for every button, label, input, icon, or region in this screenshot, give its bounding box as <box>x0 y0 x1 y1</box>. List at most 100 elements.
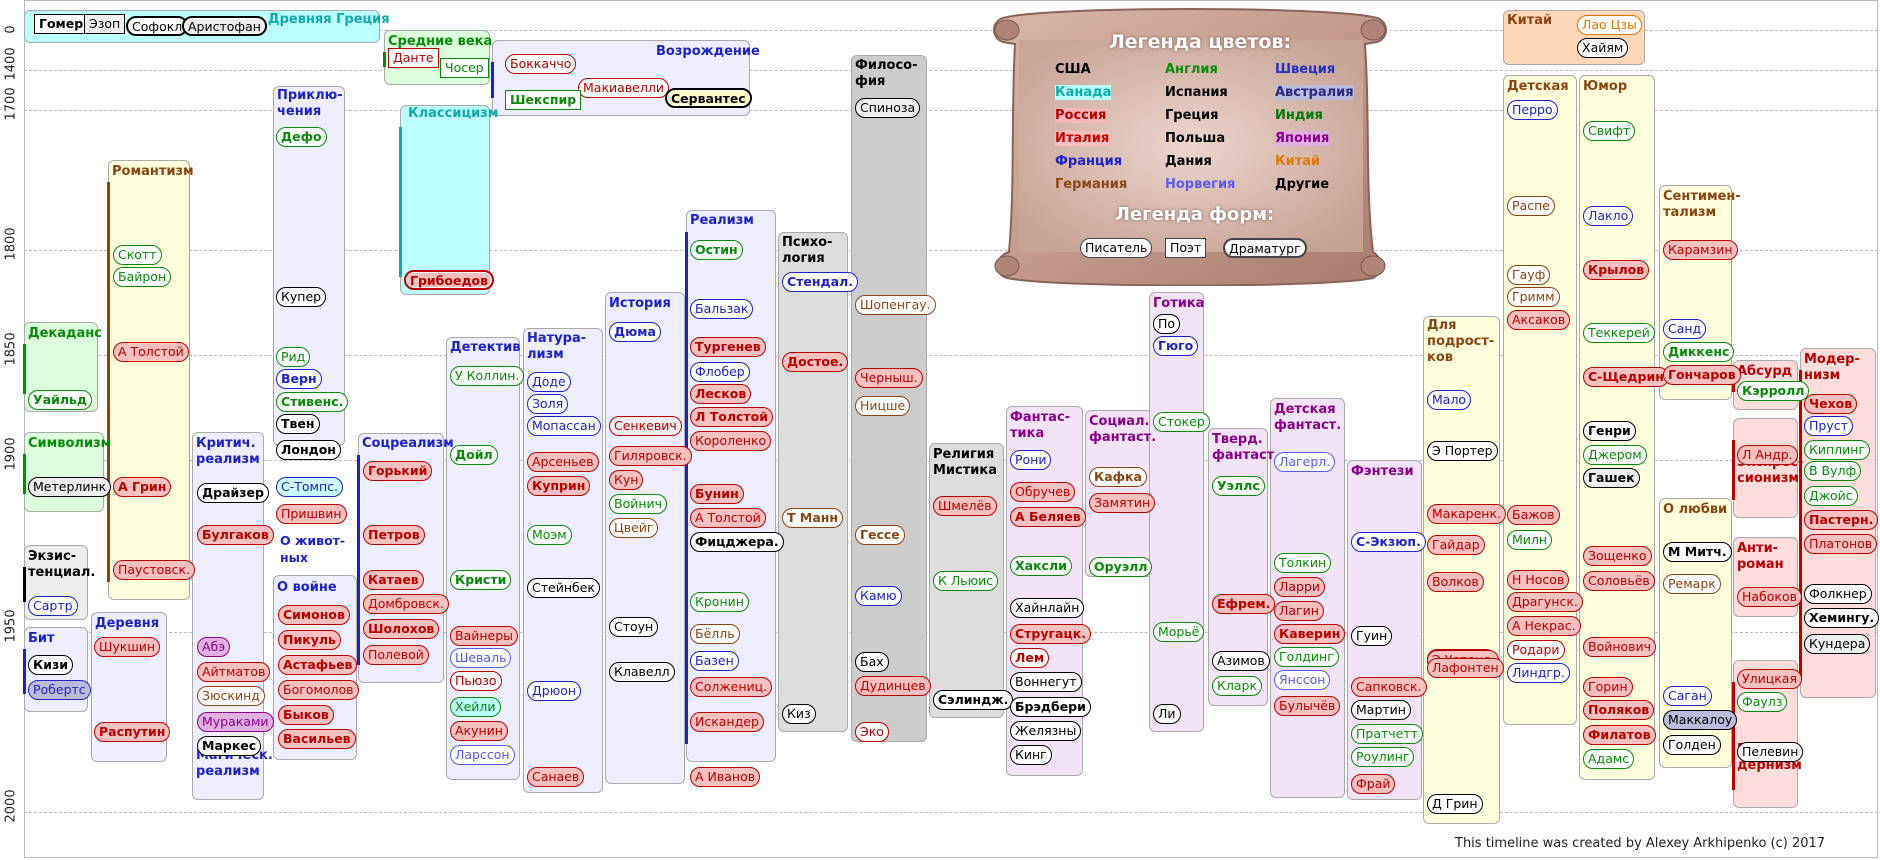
author-node: Макаренк. <box>1427 504 1506 524</box>
author-node: Золя <box>527 394 569 414</box>
timeline-frame <box>24 0 1878 858</box>
author-node: Генри <box>1583 421 1636 441</box>
author-node: Лао Цзы <box>1577 15 1642 35</box>
author-node: Камю <box>855 586 902 606</box>
author-node: Сапковск. <box>1351 677 1427 697</box>
genre-title: Критич. реализм <box>196 436 260 467</box>
author-node: Мартин <box>1351 700 1411 720</box>
author-node: Лондон <box>276 440 341 460</box>
author-node: Л Толстой <box>690 407 774 427</box>
author-node: Достое. <box>782 352 849 372</box>
author-node: Гауф <box>1507 265 1551 285</box>
author-node: Булычёв <box>1274 696 1341 716</box>
author-node: Кафка <box>1089 467 1147 487</box>
author-node: Мало <box>1427 390 1472 410</box>
author-node: Каверин <box>1274 624 1346 644</box>
genre-title: Детская фантаст. <box>1274 402 1342 433</box>
author-node: Т Манн <box>782 508 844 528</box>
author-node: Драйзер <box>197 483 269 503</box>
author-node: Метерлинк <box>28 477 112 497</box>
genre-title: Романтизм <box>112 164 194 179</box>
legend-color-germany: Германия <box>1055 177 1128 192</box>
genre-title: Китай <box>1507 13 1553 28</box>
author-node: А Иванов <box>690 767 761 787</box>
genre-title: Фантас- тика <box>1010 410 1071 441</box>
author-node: Ефрем. <box>1212 594 1276 614</box>
author-node: Уайльд <box>28 390 92 410</box>
author-node: Чосер <box>440 58 489 78</box>
legend-color-japan: Япония <box>1275 131 1330 146</box>
author-node: Оруэлл <box>1089 557 1153 577</box>
genre-era-bar <box>383 52 386 67</box>
author-node: Шукшин <box>94 637 161 657</box>
author-node: А Толстой <box>690 508 766 528</box>
author-node: Кундера <box>1804 634 1871 654</box>
author-node: Рони <box>1010 450 1052 470</box>
author-node: Сервантес <box>665 88 752 108</box>
legend-color-denmark: Дания <box>1165 154 1212 169</box>
genre-title: Религия Мистика <box>933 447 997 478</box>
author-node: Макиавелли <box>578 78 669 98</box>
author-node: Моэм <box>527 525 572 545</box>
author-node: А Беляев <box>1010 507 1086 527</box>
author-node: Сэлиндж. <box>933 690 1014 710</box>
genre-title: Детская <box>1507 79 1569 94</box>
author-node: Киплинг <box>1804 440 1871 460</box>
author-node: Л Андр. <box>1737 445 1798 465</box>
author-node: Эзоп <box>84 14 126 34</box>
author-node: Уэллс <box>1212 476 1265 496</box>
genre-box <box>108 160 190 600</box>
author-node: Гашек <box>1583 468 1640 488</box>
author-node: Дефо <box>276 127 327 147</box>
author-node: Доде <box>527 372 571 392</box>
gridline <box>24 812 1878 813</box>
genre-era-bar <box>107 182 110 582</box>
author-node: Н Носов <box>1507 570 1570 590</box>
author-node: Кристи <box>450 570 512 590</box>
genre-title: Натура- лизм <box>527 331 587 362</box>
author-node: Хайям <box>1577 38 1629 58</box>
author-node: Айтматов <box>197 662 271 682</box>
legend-color-sweden: Швеция <box>1275 62 1336 77</box>
author-node: Астафьев <box>278 655 358 675</box>
legend-color-france: Франция <box>1055 154 1123 169</box>
genre-title: Анти- роман <box>1737 541 1784 572</box>
author-node: Д Грин <box>1427 794 1483 814</box>
author-node: Гримм <box>1507 287 1560 307</box>
author-node: Бунин <box>690 484 744 504</box>
author-node: Пелевин <box>1737 742 1804 762</box>
author-node: Полевой <box>363 645 429 665</box>
genre-era-bar <box>23 567 26 602</box>
genre-title: Символизм <box>28 436 112 451</box>
genre-title: Экзис- тенциал. <box>28 549 96 580</box>
author-node: Джером <box>1583 445 1647 465</box>
year-label: 1700 <box>3 87 19 121</box>
genre-title: Средние века <box>388 34 493 49</box>
genre-box <box>400 105 490 295</box>
author-node: М Митч. <box>1663 542 1732 562</box>
author-node: Пикуль <box>278 630 341 650</box>
genre-title: О войне <box>277 580 337 595</box>
author-node: Морьё <box>1153 622 1205 642</box>
author-node: С-Томпс. <box>276 477 343 497</box>
author-node: Поляков <box>1583 700 1655 720</box>
author-node: Соловьёв <box>1583 571 1655 591</box>
author-node: Свифт <box>1583 121 1636 141</box>
author-node: Фицджера. <box>690 532 784 552</box>
author-node: Солжениц. <box>690 677 773 697</box>
author-node: Гончаров <box>1663 365 1741 385</box>
author-node: К Льюис <box>933 571 999 591</box>
author-node: Войнович <box>1583 637 1657 657</box>
author-node: Гуин <box>1351 626 1393 646</box>
author-node: Домбровск. <box>363 594 449 614</box>
legend-color-greece: Греция <box>1165 108 1219 123</box>
legend-color-russia: Россия <box>1055 108 1107 123</box>
author-node: Голдинг <box>1274 647 1339 667</box>
author-node: Бажов <box>1507 505 1560 525</box>
author-node: Ли <box>1153 704 1181 724</box>
author-node: Джойс <box>1804 486 1858 506</box>
author-node: Софокл <box>126 16 189 36</box>
author-node: По <box>1153 314 1181 334</box>
author-node: Карамзин <box>1663 240 1738 260</box>
author-node: Кларк <box>1212 676 1263 696</box>
